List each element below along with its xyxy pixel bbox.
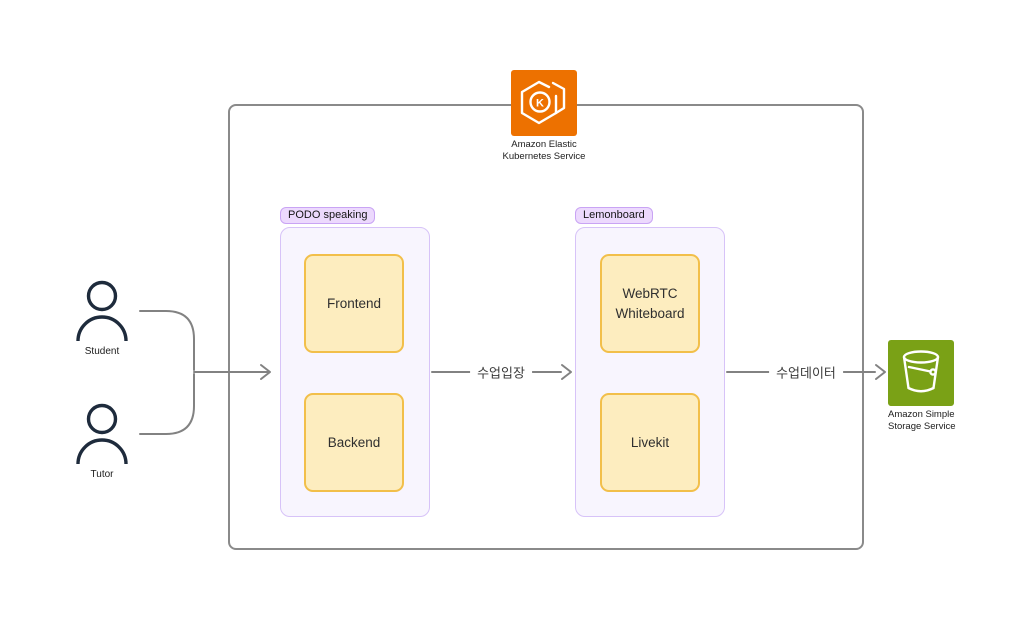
person-icon	[76, 403, 128, 465]
node-webrtc-whiteboard: WebRTC Whiteboard	[600, 254, 700, 353]
group-badge-podo-speaking: PODO speaking	[280, 207, 376, 224]
eks-caption-line2: Kubernetes Service	[502, 150, 586, 162]
actor-label: Student	[84, 346, 120, 357]
node-label: Livekit	[630, 434, 670, 450]
eks-k-letter: K	[536, 98, 544, 110]
s3-bucket-icon	[888, 340, 954, 406]
edge-label-class-entry: 수업입장	[470, 362, 532, 382]
person-icon	[76, 280, 128, 342]
actor-student: Student	[72, 279, 132, 357]
group-badge-lemonboard: Lemonboard	[575, 207, 653, 224]
actor-tutor: Tutor	[72, 402, 132, 480]
node-label: Frontend	[326, 295, 382, 311]
node-label: Backend	[327, 434, 381, 450]
node-label: WebRTC	[622, 285, 678, 301]
eks-icon: K	[511, 70, 577, 136]
edge-label-class-data: 수업데이터	[769, 362, 843, 382]
node-livekit: Livekit	[600, 393, 700, 492]
s3-caption: Amazon Simple Storage Service	[888, 409, 968, 432]
eks-caption: Amazon Elastic Kubernetes Service	[484, 139, 604, 162]
node-backend: Backend	[304, 393, 404, 492]
s3-caption-line1: Amazon Simple	[888, 409, 955, 420]
tutor-connector-line	[139, 373, 195, 435]
eks-caption-line1: Amazon Elastic	[511, 139, 577, 150]
node-label-line2: Whiteboard	[615, 305, 685, 321]
s3-caption-line2: Storage Service	[888, 420, 956, 432]
node-frontend: Frontend	[304, 254, 404, 353]
arrowhead-into-s3	[875, 364, 886, 380]
actor-label: Tutor	[90, 469, 114, 480]
student-connector-line	[139, 310, 195, 371]
